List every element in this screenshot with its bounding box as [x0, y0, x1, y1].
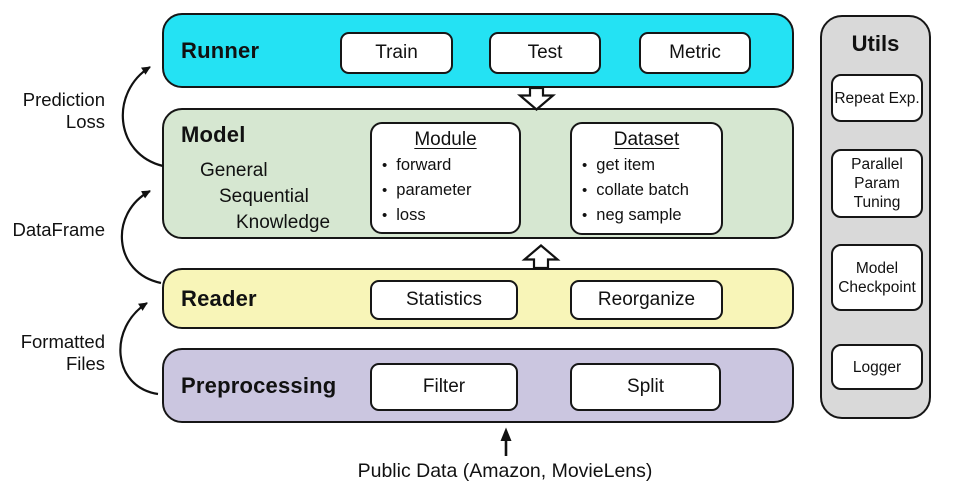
dataset-panel: Dataset get item collate batch neg sampl…: [570, 122, 723, 235]
model-title: Model: [181, 122, 246, 147]
model-desc-knowledge: Knowledge: [236, 212, 331, 233]
reader-chip-statistics: Statistics: [370, 280, 518, 320]
source-data-label: Public Data (Amazon, MovieLens): [357, 460, 653, 482]
reader-title: Reader: [181, 285, 257, 311]
layer-model: Model General Sequential Knowledge Modul…: [162, 108, 794, 239]
module-bullet-parameter: parameter: [382, 178, 519, 203]
runner-title: Runner: [181, 37, 260, 63]
dataset-bullet-neg-sample: neg sample: [582, 203, 721, 228]
utils-box-logger: Logger: [831, 344, 923, 390]
utils-title: Utils: [851, 31, 900, 56]
flow-label-dataframe: DataFrame: [4, 219, 105, 241]
reader-chip-reorganize: Reorganize: [570, 280, 723, 320]
utils-box-parallel-param-tuning: Parallel Param Tuning: [831, 149, 923, 218]
layer-reader: Reader Statistics Reorganize: [162, 268, 794, 329]
flow-label-prediction-loss-line1: Prediction: [22, 89, 105, 110]
flow-label-prediction-loss-line2: Loss: [65, 111, 105, 132]
utils-box-model-checkpoint: Model Checkpoint: [831, 244, 923, 311]
layer-runner: Runner Train Test Metric: [162, 13, 794, 88]
arrow-model-to-runner-prediction-loss: [121, 66, 164, 168]
module-bullet-loss: loss: [382, 203, 519, 228]
arrow-public-data-head: [500, 427, 512, 441]
preprocessing-chip-filter: Filter: [370, 363, 518, 411]
module-bullet-forward: forward: [382, 153, 519, 178]
layer-preprocessing: Preprocessing Filter Split: [162, 348, 794, 423]
flow-label-formatted-files: Formatted Files: [8, 331, 105, 375]
arrow-reader-to-model-hollow: [521, 244, 561, 270]
runner-chip-metric: Metric: [639, 32, 751, 74]
runner-chip-test: Test: [489, 32, 601, 74]
dataset-bullet-list: get item collate batch neg sample: [572, 153, 721, 228]
flow-label-formatted-files-line2: Files: [65, 353, 105, 374]
utils-panel: Utils Repeat Exp. Parallel Param Tuning …: [820, 15, 931, 419]
preprocessing-title: Preprocessing: [181, 372, 337, 398]
dataset-bullet-collate-batch: collate batch: [582, 178, 721, 203]
flow-label-dataframe-line1: DataFrame: [12, 219, 105, 240]
model-desc-sequential: Sequential: [219, 186, 309, 207]
model-desc-general: General: [200, 160, 268, 181]
arrow-preprocessing-to-reader-formatted-files: [119, 302, 159, 396]
dataset-bullet-get-item: get item: [582, 153, 721, 178]
flow-label-formatted-files-line1: Formatted: [20, 331, 105, 352]
arrow-runner-to-model: [517, 86, 556, 111]
module-panel: Module forward parameter loss: [370, 122, 521, 234]
utils-box-repeat-exp: Repeat Exp.: [831, 74, 923, 122]
arrow-reader-to-model-dataframe: [120, 190, 162, 285]
module-panel-title: Module: [414, 129, 477, 150]
module-bullet-list: forward parameter loss: [372, 153, 519, 228]
preprocessing-chip-split: Split: [570, 363, 721, 411]
flow-label-prediction-loss: Prediction Loss: [8, 89, 105, 133]
runner-chip-train: Train: [340, 32, 453, 74]
dataset-panel-title: Dataset: [613, 129, 680, 150]
